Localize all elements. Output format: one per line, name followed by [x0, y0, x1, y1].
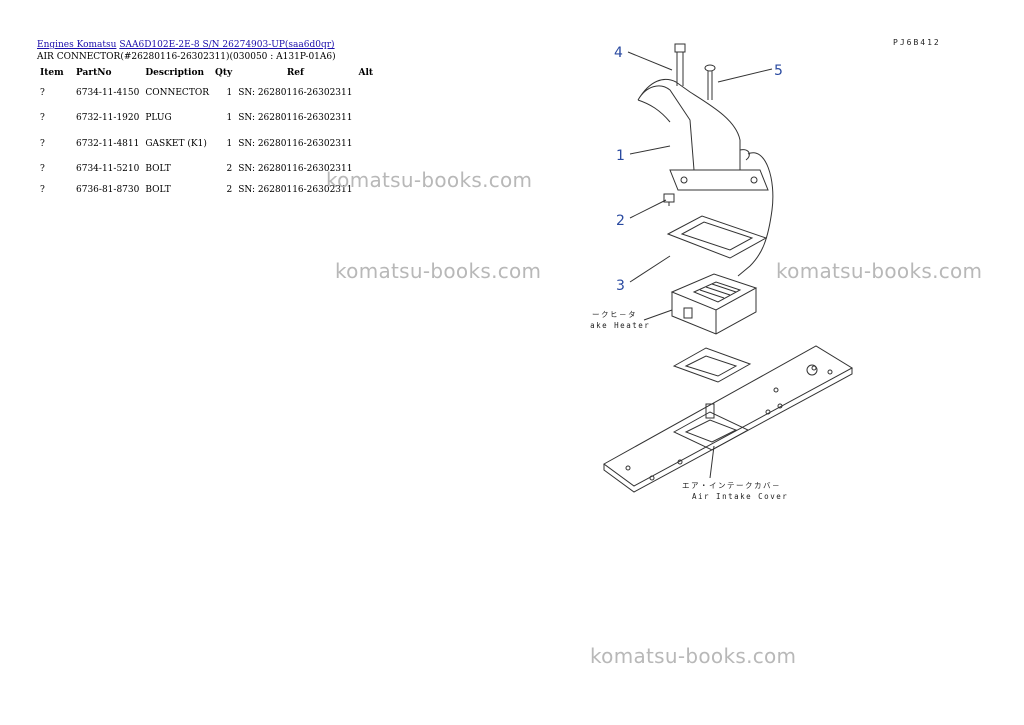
- cell-qty: 2: [226, 164, 233, 175]
- parts-table: Item PartNo Description Qty Ref Alt ? 67…: [37, 66, 376, 198]
- cell-description: BOLT: [145, 164, 171, 175]
- watermark: komatsu-books.com: [776, 259, 983, 283]
- watermark: komatsu-books.com: [590, 644, 797, 668]
- cell-part-no: 6734-11-5210: [76, 164, 140, 175]
- callout-2: 2: [616, 213, 625, 229]
- drawing-code: PJ6B412: [893, 38, 941, 47]
- header-item: Item: [40, 68, 64, 78]
- header-qty: Qty: [214, 68, 233, 78]
- bolt-long-drawing: [674, 43, 686, 86]
- cell-qty: 2: [226, 185, 233, 195]
- leader-line-4: [627, 51, 673, 71]
- cell-ref: SN: 26280116-26302311: [238, 164, 353, 175]
- cell-item: ?: [40, 113, 45, 124]
- leader-line-5: [717, 68, 773, 83]
- header-part-no: PartNo: [76, 68, 112, 78]
- cell-item: ?: [40, 87, 45, 98]
- table-row: ? 6734-11-4150 CONNECTOR 1 SN: 26280116-…: [37, 80, 376, 106]
- cell-part-no: 6732-11-1920: [76, 113, 140, 124]
- cell-description: PLUG: [145, 113, 172, 124]
- cell-ref: SN: 26280116-26302311: [238, 185, 353, 195]
- heater-wire-drawing: [737, 152, 774, 277]
- page-title: AIR CONNECTOR(#26280116-26302311)(030050…: [37, 52, 336, 62]
- breadcrumb: Engines Komatsu SAA6D102E-2E-8 S/N 26274…: [37, 40, 335, 50]
- air-intake-heater-drawing: [670, 273, 758, 335]
- callout-5: 5: [774, 63, 783, 79]
- cover-label-en: Air Intake Cover: [692, 492, 788, 501]
- breadcrumb-link-engines[interactable]: Engines Komatsu: [37, 40, 117, 50]
- parts-diagram: 4 5 1 2 3: [590, 43, 854, 501]
- heater-label-leader: [643, 309, 673, 321]
- table-row: ? 6736-81-8730 BOLT 2 SN: 26280116-26302…: [37, 182, 376, 198]
- plug-drawing: [663, 193, 675, 206]
- cell-description: BOLT: [145, 185, 171, 195]
- cell-part-no: 6732-11-4811: [76, 138, 140, 149]
- cell-ref: SN: 26280116-26302311: [238, 87, 353, 98]
- watermark: komatsu-books.com: [326, 168, 533, 192]
- leader-line-2: [629, 199, 667, 219]
- cell-part-no: 6734-11-4150: [76, 87, 140, 98]
- cover-label-leader: [709, 445, 715, 479]
- table-row: ? 6732-11-4811 GASKET (K1) 1 SN: 2628011…: [37, 131, 376, 157]
- cell-item: ?: [40, 185, 45, 195]
- header-ref: Ref: [286, 68, 304, 78]
- air-intake-cover-drawing: [603, 345, 854, 493]
- heater-label-en: Air Intake Heater: [590, 321, 650, 330]
- cell-qty: 1: [226, 138, 233, 149]
- callout-1: 1: [616, 148, 625, 164]
- header-description: Description: [145, 68, 204, 78]
- callout-3: 3: [616, 278, 625, 294]
- cell-item: ?: [40, 164, 45, 175]
- callout-4: 4: [614, 45, 623, 61]
- cell-ref: SN: 26280116-26302311: [238, 113, 353, 124]
- leader-line-1: [629, 145, 671, 155]
- bolt-short-drawing: [704, 64, 716, 100]
- gasket-upper-drawing: [666, 215, 768, 259]
- table-header-row: Item PartNo Description Qty Ref Alt: [37, 66, 376, 80]
- cell-part-no: 6736-81-8730: [76, 185, 140, 195]
- cell-ref: SN: 26280116-26302311: [238, 138, 353, 149]
- cell-alt: [356, 131, 377, 157]
- cell-description: GASKET (K1): [145, 138, 207, 149]
- gasket-lower-drawing: [672, 347, 752, 383]
- cover-label-jp: エア・インテークカバ－: [682, 481, 781, 490]
- cell-qty: 1: [226, 87, 233, 98]
- cell-qty: 1: [226, 113, 233, 124]
- cell-alt: [356, 80, 377, 106]
- leader-line-3: [629, 255, 671, 283]
- table-row: ? 6734-11-5210 BOLT 2 SN: 26280116-26302…: [37, 157, 376, 183]
- header-alt: Alt: [358, 68, 374, 78]
- heater-label-jp: エア・インテークヒ－タ: [590, 310, 637, 319]
- breadcrumb-link-model[interactable]: SAA6D102E-2E-8 S/N 26274903-UP(saa6d0qr): [119, 40, 335, 50]
- cell-description: CONNECTOR: [145, 87, 209, 98]
- cell-alt: [356, 106, 377, 132]
- cell-item: ?: [40, 138, 45, 149]
- watermark: komatsu-books.com: [335, 259, 542, 283]
- table-row: ? 6732-11-1920 PLUG 1 SN: 26280116-26302…: [37, 106, 376, 132]
- connector-drawing: [637, 78, 769, 191]
